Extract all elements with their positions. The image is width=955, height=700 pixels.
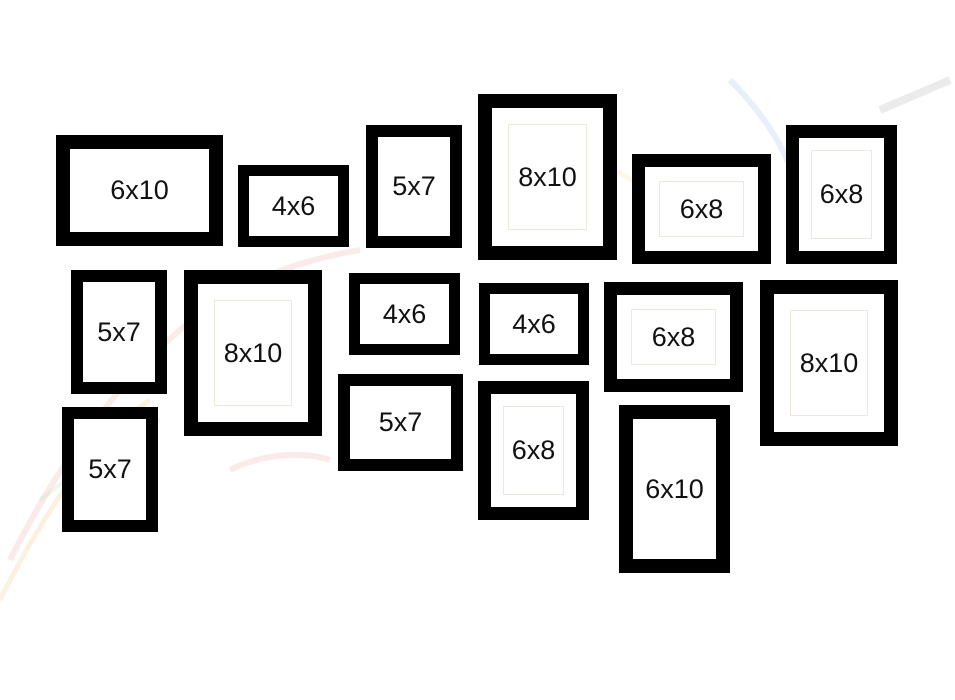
frame-6x8-top-right: 6x8 — [786, 125, 897, 264]
frame-mat — [508, 124, 587, 230]
frame-6x8-bottom: 6x8 — [478, 381, 589, 520]
frame-mat — [790, 310, 868, 416]
frame-mat — [811, 150, 872, 239]
frame-size-label: 5x7 — [97, 316, 141, 347]
frame-mat — [659, 181, 744, 237]
frame-8x10-middle-right: 8x10 — [760, 280, 898, 446]
frame-6x8-middle: 6x8 — [604, 282, 743, 392]
frame-size-label: 6x8 — [511, 435, 556, 465]
frame-size-label: 6x8 — [679, 193, 724, 224]
frame-4x6-top: 4x6 — [238, 165, 349, 247]
frame-size-label: 8x10 — [223, 337, 283, 368]
frame-5x7-top: 5x7 — [366, 125, 462, 248]
frame-size-label: 5x7 — [88, 454, 132, 484]
frame-size-label: 5x7 — [378, 407, 423, 437]
frame-5x7-middle-left: 5x7 — [71, 270, 167, 394]
frame-6x10-top-left: 6x10 — [56, 135, 223, 246]
frame-8x10-middle-left: 8x10 — [184, 270, 322, 436]
frame-6x10-bottom: 6x10 — [619, 405, 730, 573]
frame-size-label: 5x7 — [392, 171, 436, 201]
frame-6x8-top: 6x8 — [632, 154, 771, 264]
frame-size-label: 4x6 — [271, 190, 316, 221]
frame-size-label: 6x8 — [819, 179, 864, 209]
frame-4x6-center: 4x6 — [479, 283, 589, 365]
frame-5x7-bottom-left: 5x7 — [62, 407, 158, 532]
frame-size-label: 4x6 — [382, 298, 427, 329]
frame-4x6-middle: 4x6 — [349, 273, 460, 355]
frame-5x7-bottom: 5x7 — [338, 374, 463, 471]
frame-size-label: 6x10 — [110, 175, 169, 205]
frame-size-label: 8x10 — [518, 161, 577, 192]
frame-size-label: 8x10 — [799, 347, 859, 378]
frame-size-label: 4x6 — [512, 308, 556, 339]
frame-8x10-top: 8x10 — [478, 94, 617, 260]
frame-size-label: 6x8 — [651, 321, 696, 352]
frame-mat — [631, 309, 716, 365]
frame-size-label: 6x10 — [645, 473, 704, 504]
frame-mat — [214, 300, 292, 406]
frame-mat — [503, 406, 564, 495]
